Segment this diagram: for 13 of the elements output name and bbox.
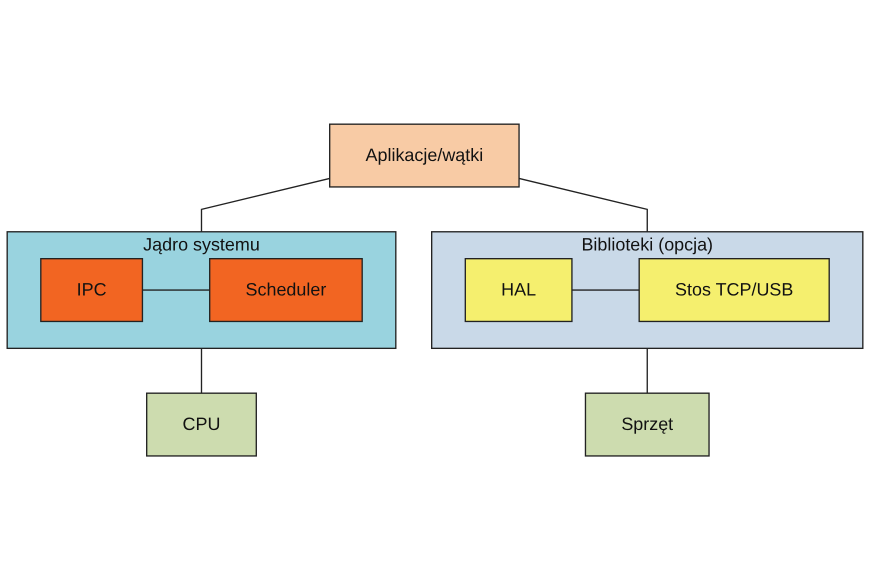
node-box: IPC	[40, 258, 144, 322]
node-box: Scheduler	[209, 258, 363, 322]
connector	[646, 348, 648, 394]
node-box: Sprzęt	[584, 392, 710, 457]
node-box: Aplikacje/wątki	[329, 123, 520, 188]
connector	[200, 348, 202, 394]
connector	[200, 178, 330, 232]
connector	[572, 289, 640, 291]
connector	[518, 178, 648, 232]
connector	[142, 289, 210, 291]
node-box: Stos TCP/USB	[638, 258, 830, 322]
node-box: HAL	[464, 258, 573, 322]
node-box: CPU	[146, 392, 257, 457]
